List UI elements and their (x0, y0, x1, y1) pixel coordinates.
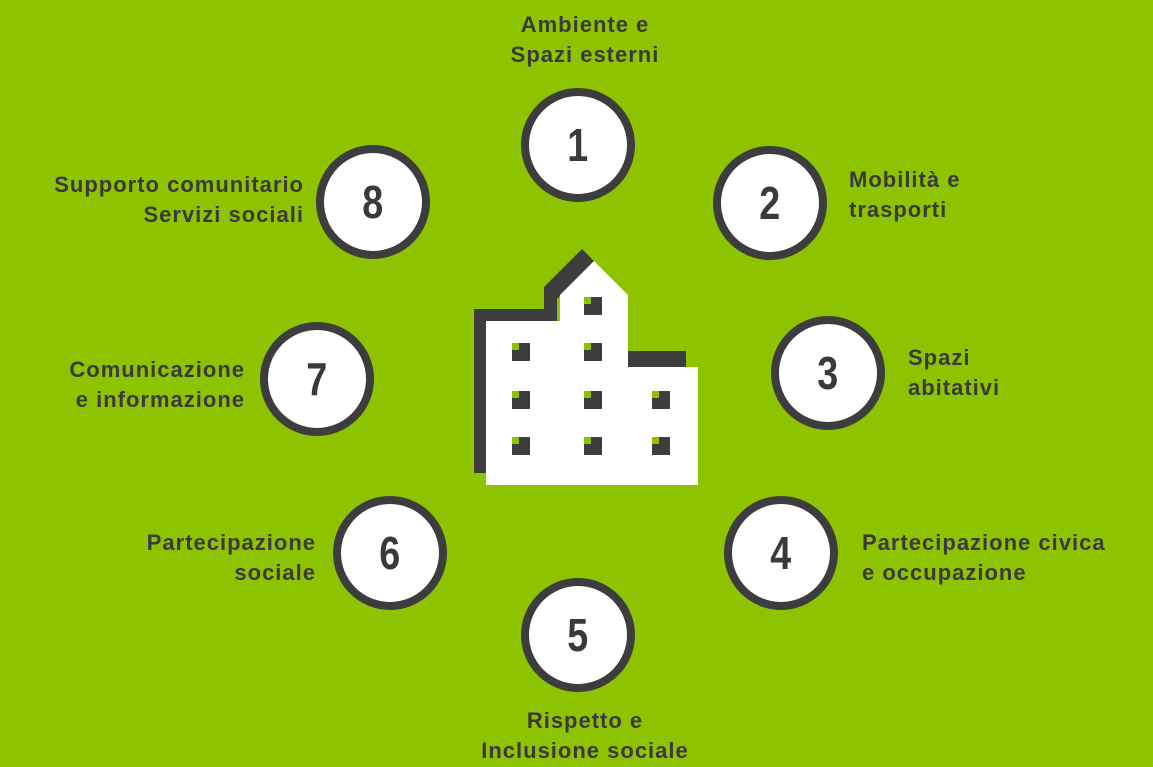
node-2: 2 (713, 146, 827, 260)
label-5-line2: Inclusione sociale (481, 738, 689, 763)
node-6: 6 (333, 496, 447, 610)
label-7-line2: e informazione (75, 387, 245, 412)
label-4: Partecipazione civica e occupazione (862, 528, 1106, 588)
label-2-line2: trasporti (849, 197, 948, 222)
node-8: 8 (316, 145, 430, 259)
label-8: Supporto comunitario Servizi sociali (54, 170, 304, 230)
label-8-line2: Servizi sociali (143, 202, 304, 227)
label-6: Partecipazione sociale (147, 528, 316, 588)
label-5: Rispetto e Inclusione sociale (440, 706, 730, 766)
label-3-line1: Spazi (908, 345, 971, 370)
label-1-line2: Spazi esterni (510, 42, 660, 67)
node-3-number: 3 (817, 347, 839, 399)
node-5: 5 (521, 578, 635, 692)
building-body (486, 261, 698, 485)
node-5-number: 5 (567, 609, 589, 661)
label-3: Spazi abitativi (908, 343, 1000, 403)
label-1-line1: Ambiente e (520, 12, 650, 37)
node-2-number: 2 (759, 177, 781, 229)
label-7-line1: Comunicazione (69, 357, 245, 382)
label-2: Mobilità e trasporti (849, 165, 960, 225)
node-7-number: 7 (306, 353, 328, 405)
node-1: 1 (521, 88, 635, 202)
label-1: Ambiente e Spazi esterni (470, 10, 700, 70)
label-2-line1: Mobilità e (849, 167, 961, 192)
label-5-line1: Rispetto e (526, 708, 644, 733)
label-7: Comunicazione e informazione (69, 355, 245, 415)
window-accents (512, 297, 659, 444)
node-7: 7 (260, 322, 374, 436)
node-6-number: 6 (379, 527, 401, 579)
node-4-number: 4 (770, 527, 792, 579)
node-8-number: 8 (362, 176, 384, 228)
label-3-line2: abitativi (908, 375, 1001, 400)
node-3: 3 (771, 316, 885, 430)
building-icon (474, 249, 698, 485)
label-6-line2: sociale (234, 560, 316, 585)
label-6-line1: Partecipazione (146, 530, 316, 555)
label-4-line2: e occupazione (862, 560, 1027, 585)
label-4-line1: Partecipazione civica (862, 530, 1106, 555)
label-8-line1: Supporto comunitario (54, 172, 304, 197)
node-1-number: 1 (567, 119, 589, 171)
node-4: 4 (724, 496, 838, 610)
